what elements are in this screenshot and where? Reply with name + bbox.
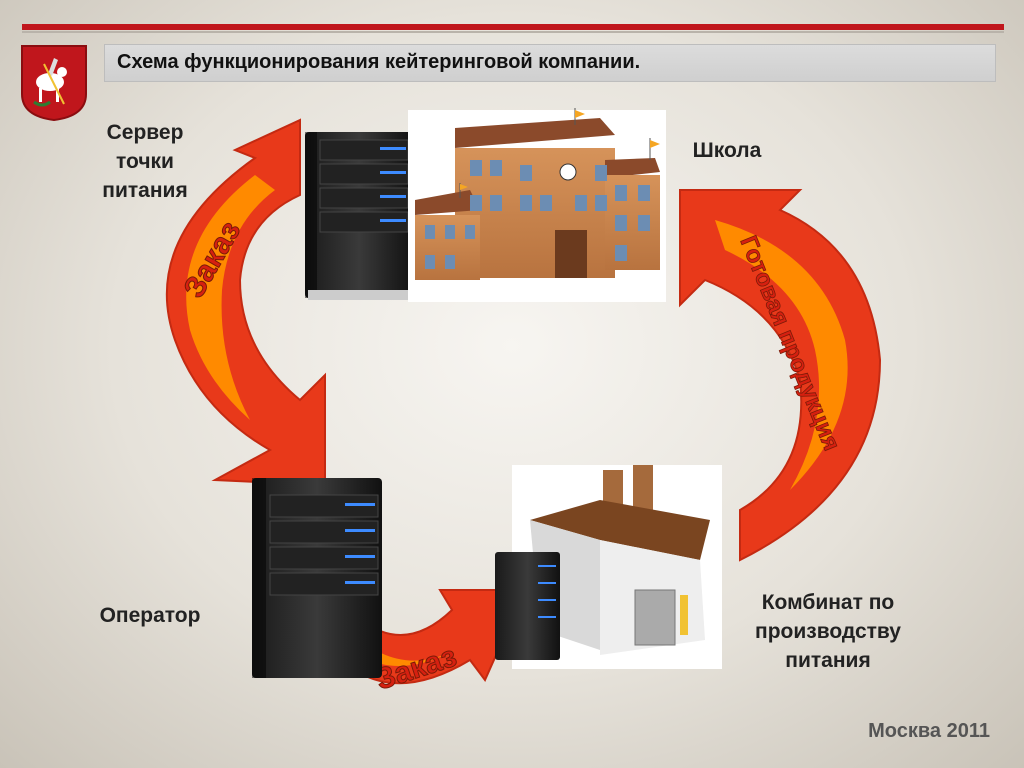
server-tower-icon <box>495 552 560 660</box>
top-red-rule <box>22 24 1004 30</box>
moscow-coat-of-arms-icon <box>21 45 87 122</box>
server-tower-icon <box>305 132 413 300</box>
slide-title: Схема функционирования кейтеринговой ком… <box>117 51 641 73</box>
ready-product-arrow <box>679 189 882 562</box>
top-gray-rule <box>22 31 1004 33</box>
server-label: Сервер точки питания <box>102 121 188 202</box>
title-bar: Схема функционирования кейтеринговой ком… <box>104 44 996 82</box>
factory-label: Комбинат по производству питания <box>755 591 901 672</box>
school-building-icon <box>408 108 666 302</box>
order-arrow-top <box>165 118 326 487</box>
server-tower-icon <box>252 478 382 678</box>
operator-label: Оператор <box>99 604 201 627</box>
footer-text: Москва 2011 <box>868 720 990 742</box>
school-label: Школа <box>692 139 762 162</box>
